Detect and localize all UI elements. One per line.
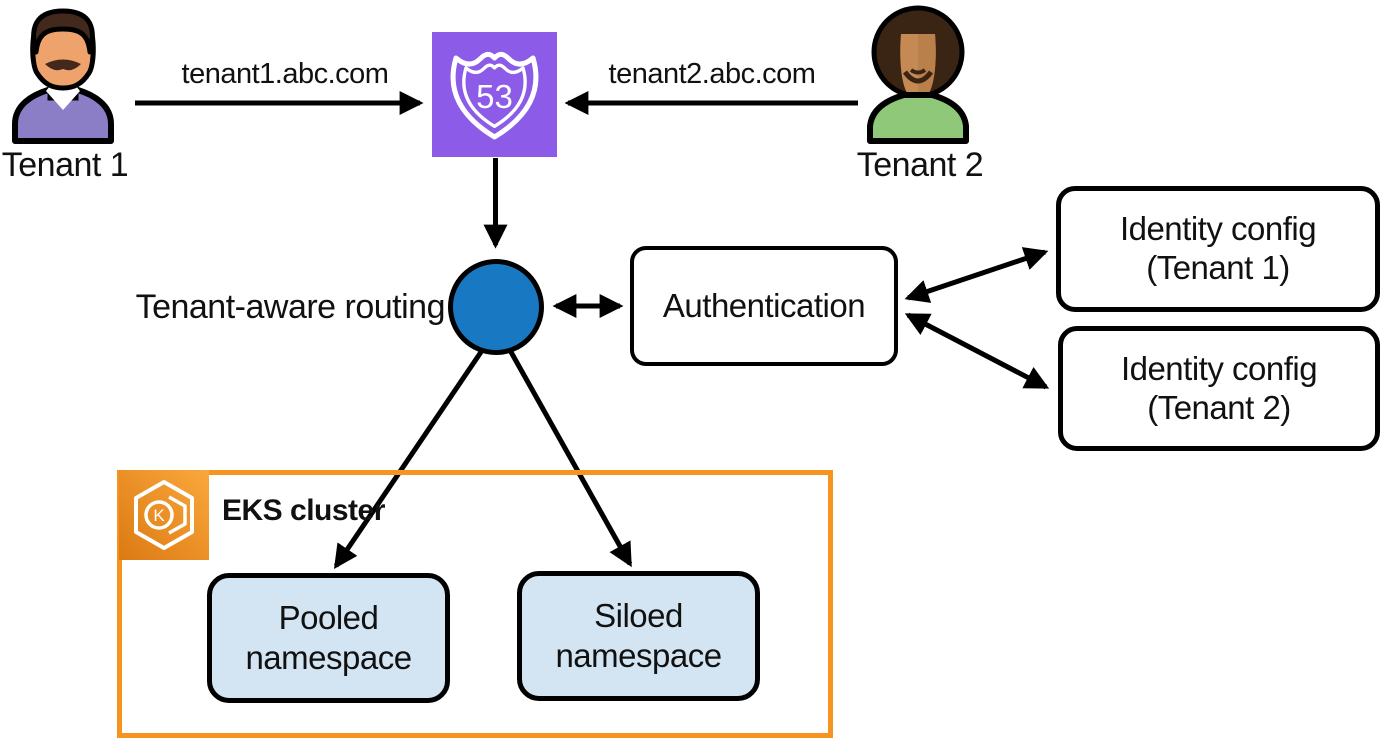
tenant1-avatar-icon — [12, 8, 114, 144]
identity-config-tenant1-line1: Identity config — [1119, 210, 1317, 248]
identity-config-tenant1-box: Identity config (Tenant 1) — [1056, 186, 1380, 312]
arrow-authentication-identity2 — [904, 312, 1050, 390]
eks-icon-letter: K — [153, 506, 165, 525]
pooled-namespace-line1: Pooled — [278, 599, 379, 637]
authentication-box: Authentication — [630, 246, 898, 366]
route53-number: 53 — [476, 78, 513, 115]
identity-config-tenant2-line2: (Tenant 2) — [1147, 388, 1291, 426]
eks-cluster-label: EKS cluster — [222, 494, 385, 527]
eks-cluster-box — [117, 470, 833, 738]
tenant2-domain-label: tenant2.abc.com — [608, 58, 816, 90]
route53-icon: 53 — [432, 32, 557, 157]
siloed-namespace-box: Siloed namespace — [517, 571, 760, 701]
siloed-namespace-line1: Siloed — [594, 597, 683, 635]
tenant1-domain-label: tenant1.abc.com — [181, 58, 389, 90]
route53-shield-inner — [462, 63, 527, 129]
siloed-namespace-line2: namespace — [555, 637, 722, 674]
pooled-namespace-line2: namespace — [245, 639, 412, 676]
routing-node-circle — [448, 259, 544, 355]
arrow-authentication-identity1 — [904, 247, 1049, 303]
pooled-namespace-box: Pooled namespace — [207, 573, 450, 703]
route53-shield-outer — [450, 51, 539, 140]
identity-config-tenant1-line2: (Tenant 1) — [1146, 249, 1290, 286]
tenant2-avatar-icon — [867, 5, 969, 144]
identity-config-tenant2-line1: Identity config — [1120, 349, 1318, 387]
authentication-label: Authentication — [662, 286, 866, 324]
tenant2-label: Tenant 2 — [856, 146, 984, 184]
identity-config-tenant2-box: Identity config (Tenant 2) — [1058, 326, 1380, 451]
eks-icon: K — [119, 470, 209, 560]
routing-label: Tenant-aware routing — [135, 288, 446, 326]
tenant1-label: Tenant 1 — [1, 146, 129, 184]
